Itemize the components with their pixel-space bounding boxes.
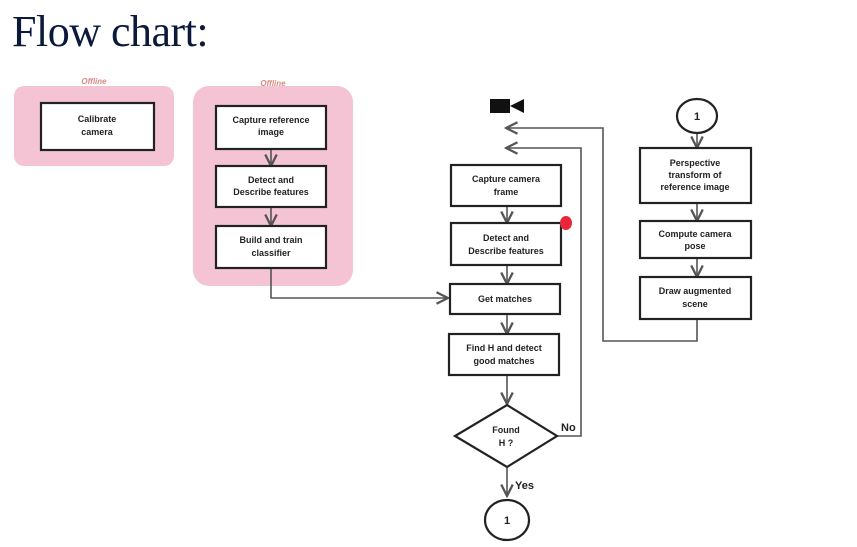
no-label: No	[561, 422, 576, 434]
build-train-line-2: classifier	[251, 248, 291, 258]
connector-top: 1	[675, 97, 719, 135]
connectors	[271, 128, 697, 496]
red-marker	[560, 216, 572, 230]
find-h-box: Find H and detect good matches	[447, 332, 561, 377]
page-title: Flow chart:	[12, 7, 209, 56]
compute-pose-line-2: pose	[684, 241, 705, 251]
calibrate-camera-box: Calibrate camera	[39, 101, 156, 152]
connector-bottom-label: 1	[504, 515, 510, 527]
calibrate-camera-line-2: camera	[81, 127, 114, 137]
perspective-line-3: reference image	[660, 182, 729, 192]
build-train-classifier-box: Build and train classifier	[214, 224, 328, 270]
decision-line-2: H ?	[499, 438, 514, 448]
offline-label-1: Offline	[81, 77, 107, 86]
perspective-line-1: Perspective	[670, 158, 721, 168]
detect-describe-offline-line-1: Detect and	[248, 175, 294, 185]
video-camera-icon	[490, 99, 524, 113]
yes-label: Yes	[515, 480, 534, 492]
find-h-line-2: good matches	[473, 356, 534, 366]
detect-describe-online-line-1: Detect and	[483, 233, 529, 243]
capture-camera-frame-box: Capture camera frame	[449, 163, 563, 208]
connector-top-label: 1	[694, 111, 700, 123]
capture-reference-line-2: image	[258, 127, 284, 137]
compute-camera-pose-box: Compute camera pose	[638, 219, 753, 260]
capture-camera-frame-line-1: Capture camera	[472, 174, 541, 184]
compute-pose-line-1: Compute camera	[658, 229, 732, 239]
found-h-decision: Found H ?	[452, 403, 560, 469]
decision-line-1: Found	[492, 425, 520, 435]
perspective-line-2: transform of	[668, 170, 722, 180]
get-matches-box: Get matches	[448, 282, 562, 316]
draw-augmented-line-2: scene	[682, 299, 708, 309]
detect-describe-offline-box: Detect and Describe features	[214, 164, 328, 209]
perspective-transform-box: Perspective transform of reference image	[638, 146, 753, 205]
calibrate-camera-line-1: Calibrate	[78, 114, 117, 124]
get-matches-label: Get matches	[478, 294, 532, 304]
connector-bottom: 1	[483, 498, 531, 542]
detect-describe-online-line-2: Describe features	[468, 246, 544, 256]
capture-reference-line-1: Capture reference	[232, 115, 309, 125]
draw-augmented-line-1: Draw augmented	[659, 286, 732, 296]
find-h-line-1: Find H and detect	[466, 343, 542, 353]
capture-camera-frame-line-2: frame	[494, 187, 519, 197]
detect-describe-offline-line-2: Describe features	[233, 187, 309, 197]
offline-label-2: Offline	[260, 79, 286, 88]
build-train-line-1: Build and train	[240, 235, 303, 245]
draw-augmented-scene-box: Draw augmented scene	[638, 275, 753, 321]
capture-reference-image-box: Capture reference image	[214, 104, 328, 151]
detect-describe-online-box: Detect and Describe features	[449, 221, 563, 267]
